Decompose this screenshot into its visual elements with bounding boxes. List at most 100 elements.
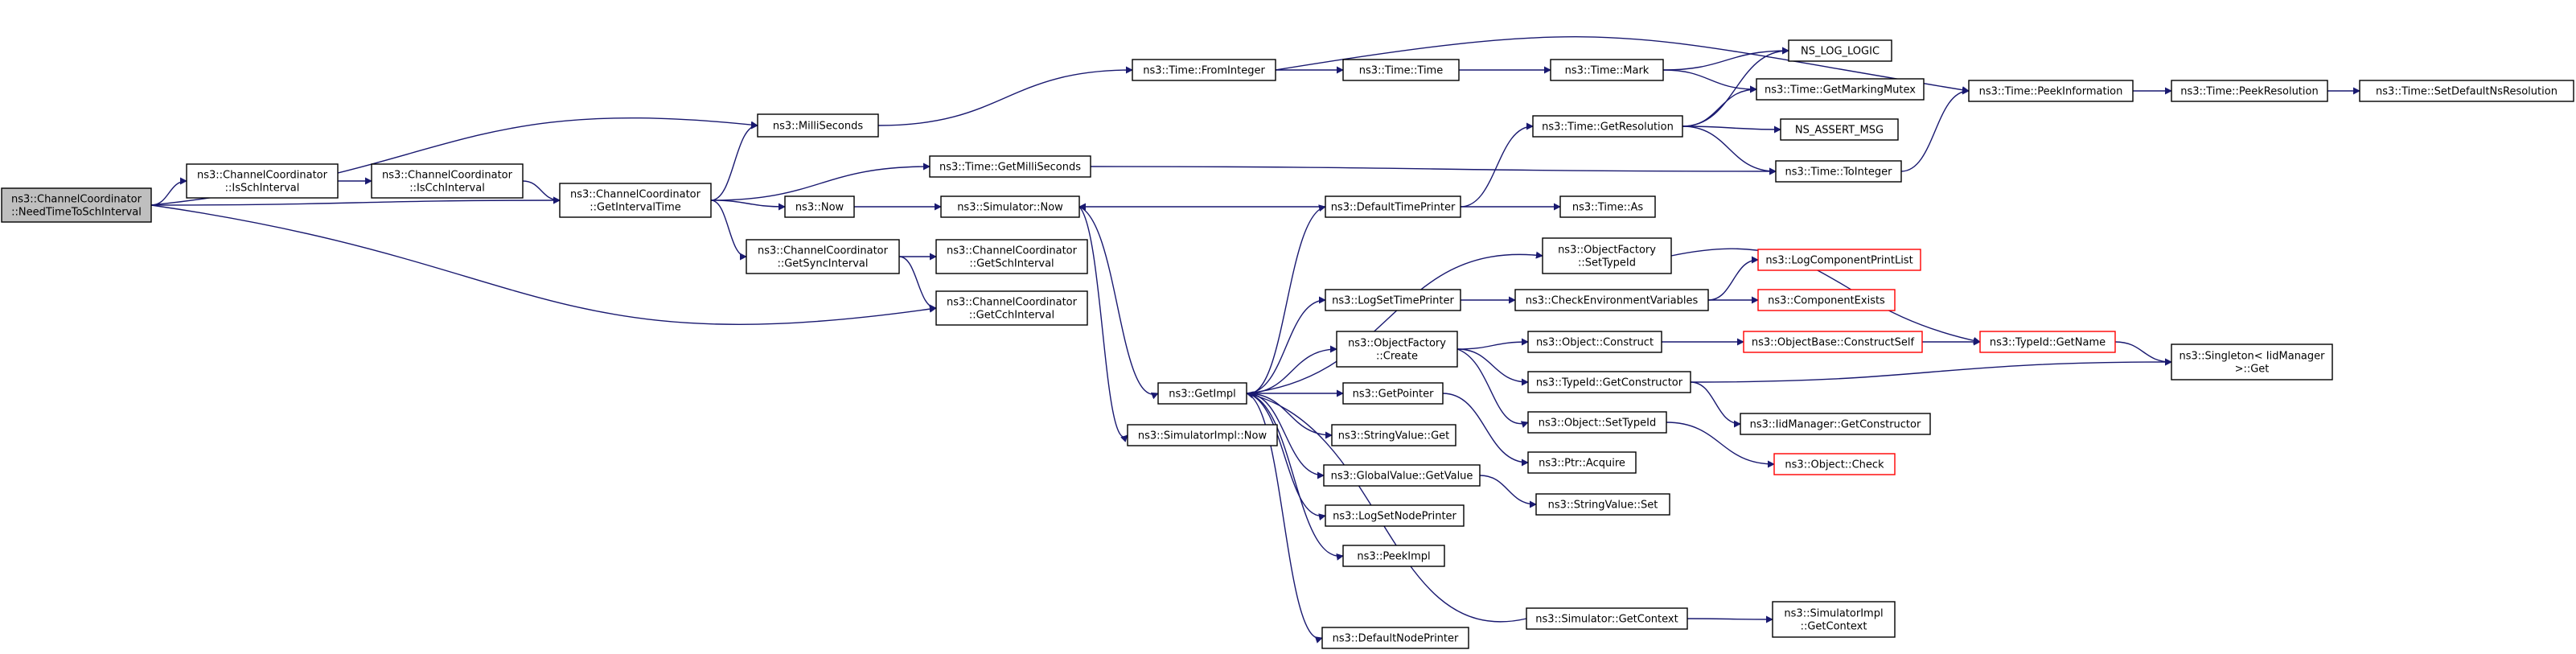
node-sim-now[interactable]: ns3::Simulator::Now	[940, 195, 1080, 218]
node-label: ns3::Simulator::Now	[957, 202, 1063, 214]
node-box	[1132, 59, 1276, 81]
edge-arrow	[1246, 296, 1326, 394]
node-label: ns3::Time::Time	[1359, 65, 1443, 77]
node-box	[935, 239, 1088, 274]
node-get-cch[interactable]: ns3::ChannelCoordinator::GetCchInterval	[935, 290, 1088, 326]
node-construct-self[interactable]: ns3::ObjectBase::ConstructSelf	[1743, 331, 1923, 353]
node-label: ns3::Simulator::GetContext	[1535, 614, 1678, 626]
node-iid-get-ctor[interactable]: ns3::IidManager::GetConstructor	[1740, 413, 1931, 435]
node-log-set-time-printer[interactable]: ns3::LogSetTimePrinter	[1325, 289, 1461, 311]
node-sim-impl-now[interactable]: ns3::SimulatorImpl::Now	[1127, 424, 1278, 446]
node-singleton-get[interactable]: ns3::Singleton< IidManager >::Get	[2171, 343, 2333, 380]
node-get-sync[interactable]: ns3::ChannelCoordinator::GetSyncInterval	[746, 239, 900, 274]
node-sim-impl-get-context[interactable]: ns3::SimulatorImpl::GetContext	[1772, 601, 1896, 638]
node-label: ns3::GetImpl	[1169, 389, 1236, 401]
node-label: NS_LOG_LOGIC	[1801, 46, 1880, 58]
edge-globalValueGet-to-stringValueSet	[1479, 475, 1537, 508]
node-get-resolution[interactable]: ns3::Time::GetResolution	[1532, 115, 1683, 138]
node-default-node-printer[interactable]: ns3::DefaultNodePrinter	[1321, 627, 1469, 649]
node-get-impl[interactable]: ns3::GetImpl	[1157, 382, 1247, 405]
node-label: ns3::StringValue::Set	[1548, 500, 1658, 512]
node-set-default-ns[interactable]: ns3::Time::SetDefaultNsResolution	[2359, 80, 2574, 102]
node-label: ns3::Time::PeekResolution	[2180, 86, 2318, 98]
node-milli-seconds[interactable]: ns3::MilliSeconds	[757, 113, 879, 138]
node-box	[1535, 493, 1670, 516]
edge-arrow	[1275, 36, 1970, 94]
node-is-cch[interactable]: ns3::ChannelCoordinator::IsCchInterval	[371, 163, 524, 199]
node-peek-info[interactable]: ns3::Time::PeekInformation	[1968, 80, 2134, 102]
node-box	[1775, 160, 1902, 183]
node-box	[1757, 289, 1896, 311]
node-label: ns3::Time::PeekInformation	[1979, 86, 2123, 98]
edge-checkEnv-to-logCompPrintList	[1707, 256, 1759, 301]
node-string-value-get[interactable]: ns3::StringValue::Get	[1331, 424, 1456, 446]
node-sim-get-context[interactable]: ns3::Simulator::GetContext	[1526, 607, 1688, 630]
node-label: ns3::Object::SetTypeId	[1539, 417, 1656, 430]
node-box	[2171, 343, 2333, 380]
node-ns-assert-msg[interactable]: NS_ASSERT_MSG	[1780, 118, 1899, 141]
node-default-time-printer[interactable]: ns3::DefaultTimePrinter	[1325, 195, 1461, 218]
node-now[interactable]: ns3::Now	[784, 195, 855, 218]
node-log-set-node-printer[interactable]: ns3::LogSetNodePrinter	[1325, 504, 1465, 527]
edge-arrow	[2114, 341, 2172, 366]
node-get-marking-mutex[interactable]: ns3::Time::GetMarkingMutex	[1756, 78, 1925, 101]
edge-objSetTypeId-to-objCheck	[1666, 422, 1775, 468]
node-from-integer[interactable]: ns3::Time::FromInteger	[1132, 59, 1276, 81]
edge-arrow	[1246, 345, 1337, 394]
node-get-sch[interactable]: ns3::ChannelCoordinator::GetSchInterval	[935, 239, 1088, 274]
edge-milliSeconds-to-fromInteger	[877, 66, 1133, 126]
node-box	[1342, 59, 1460, 81]
edge-arrow	[1456, 338, 1529, 350]
edge-getInterval-to-getSync	[710, 199, 747, 261]
edge-arrow	[1690, 381, 1741, 428]
node-box	[1979, 331, 2116, 353]
node-peek-impl[interactable]: ns3::PeekImpl	[1342, 545, 1445, 567]
node-box	[940, 195, 1080, 218]
node-type-id-get-ctor[interactable]: ns3::TypeId::GetConstructor	[1527, 371, 1691, 393]
edge-arrow	[522, 180, 561, 204]
node-component-exists[interactable]: ns3::ComponentExists	[1757, 289, 1896, 311]
node-obj-set-type-id[interactable]: ns3::Object::SetTypeId	[1527, 411, 1667, 434]
node-ptr-acquire[interactable]: ns3::Ptr::Acquire	[1527, 451, 1637, 474]
node-to-integer[interactable]: ns3::Time::ToInteger	[1775, 160, 1902, 183]
node-string-value-set[interactable]: ns3::StringValue::Set	[1535, 493, 1670, 516]
node-is-sch[interactable]: ns3::ChannelCoordinator::IsSchInterval	[186, 163, 339, 199]
node-time-as[interactable]: ns3::Time::As	[1559, 195, 1656, 218]
node-get-pointer[interactable]: ns3::GetPointer	[1342, 382, 1444, 405]
node-time-time[interactable]: ns3::Time::Time	[1342, 59, 1460, 81]
edge-arrow	[1682, 125, 1777, 175]
node-log-comp-print-list[interactable]: ns3::LogComponentPrintList	[1757, 249, 1921, 271]
node-check-env[interactable]: ns3::CheckEnvironmentVariables	[1514, 289, 1709, 311]
edge-typeIdGetCtor-to-singletonGet	[1690, 358, 2172, 383]
node-get-milli[interactable]: ns3::Time::GetMilliSeconds	[929, 155, 1091, 178]
edge-getImpl-to-ofSetTypeId	[1246, 251, 1543, 394]
node-box	[1527, 371, 1691, 393]
node-peek-resolution[interactable]: ns3::Time::PeekResolution	[2171, 80, 2328, 102]
node-box	[1772, 601, 1896, 638]
node-type-id-get-name[interactable]: ns3::TypeId::GetName	[1979, 331, 2116, 353]
edge-getImpl-to-defaultNodePrinter	[1246, 393, 1323, 644]
node-label: ns3::Now	[795, 202, 844, 214]
node-label: ns3::Time::GetMarkingMutex	[1765, 84, 1916, 97]
edge-getMilli-to-toInteger	[1090, 166, 1777, 175]
node-global-value-get[interactable]: ns3::GlobalValue::GetValue	[1323, 464, 1481, 487]
node-root[interactable]: ns3::ChannelCoordinator::NeedTimeToSchIn…	[1, 187, 152, 223]
node-ns-log-logic[interactable]: NS_LOG_LOGIC	[1788, 39, 1892, 62]
node-get-interval[interactable]: ns3::ChannelCoordinator::GetIntervalTime	[559, 183, 712, 218]
node-obj-construct[interactable]: ns3::Object::Construct	[1527, 331, 1662, 353]
node-label: ns3::ObjectFactory	[1558, 245, 1656, 257]
node-box	[1342, 545, 1445, 567]
node-box	[1780, 118, 1899, 141]
node-obj-check[interactable]: ns3::Object::Check	[1773, 453, 1896, 475]
edge-getImpl-to-logSetNodePrinter	[1246, 393, 1326, 521]
node-label: ::NeedTimeToSchInterval	[11, 207, 142, 219]
node-of-set-type-id[interactable]: ns3::ObjectFactory::SetTypeId	[1542, 237, 1672, 274]
node-label: ns3::ComponentExists	[1768, 295, 1885, 307]
edge-toInteger-to-peekInfo	[1900, 87, 1970, 172]
node-box	[2359, 80, 2574, 102]
node-box	[1157, 382, 1247, 405]
node-time-mark[interactable]: ns3::Time::Mark	[1550, 59, 1664, 81]
node-box	[1514, 289, 1709, 311]
node-box	[1331, 424, 1456, 446]
node-of-create[interactable]: ns3::ObjectFactory::Create	[1336, 331, 1458, 368]
